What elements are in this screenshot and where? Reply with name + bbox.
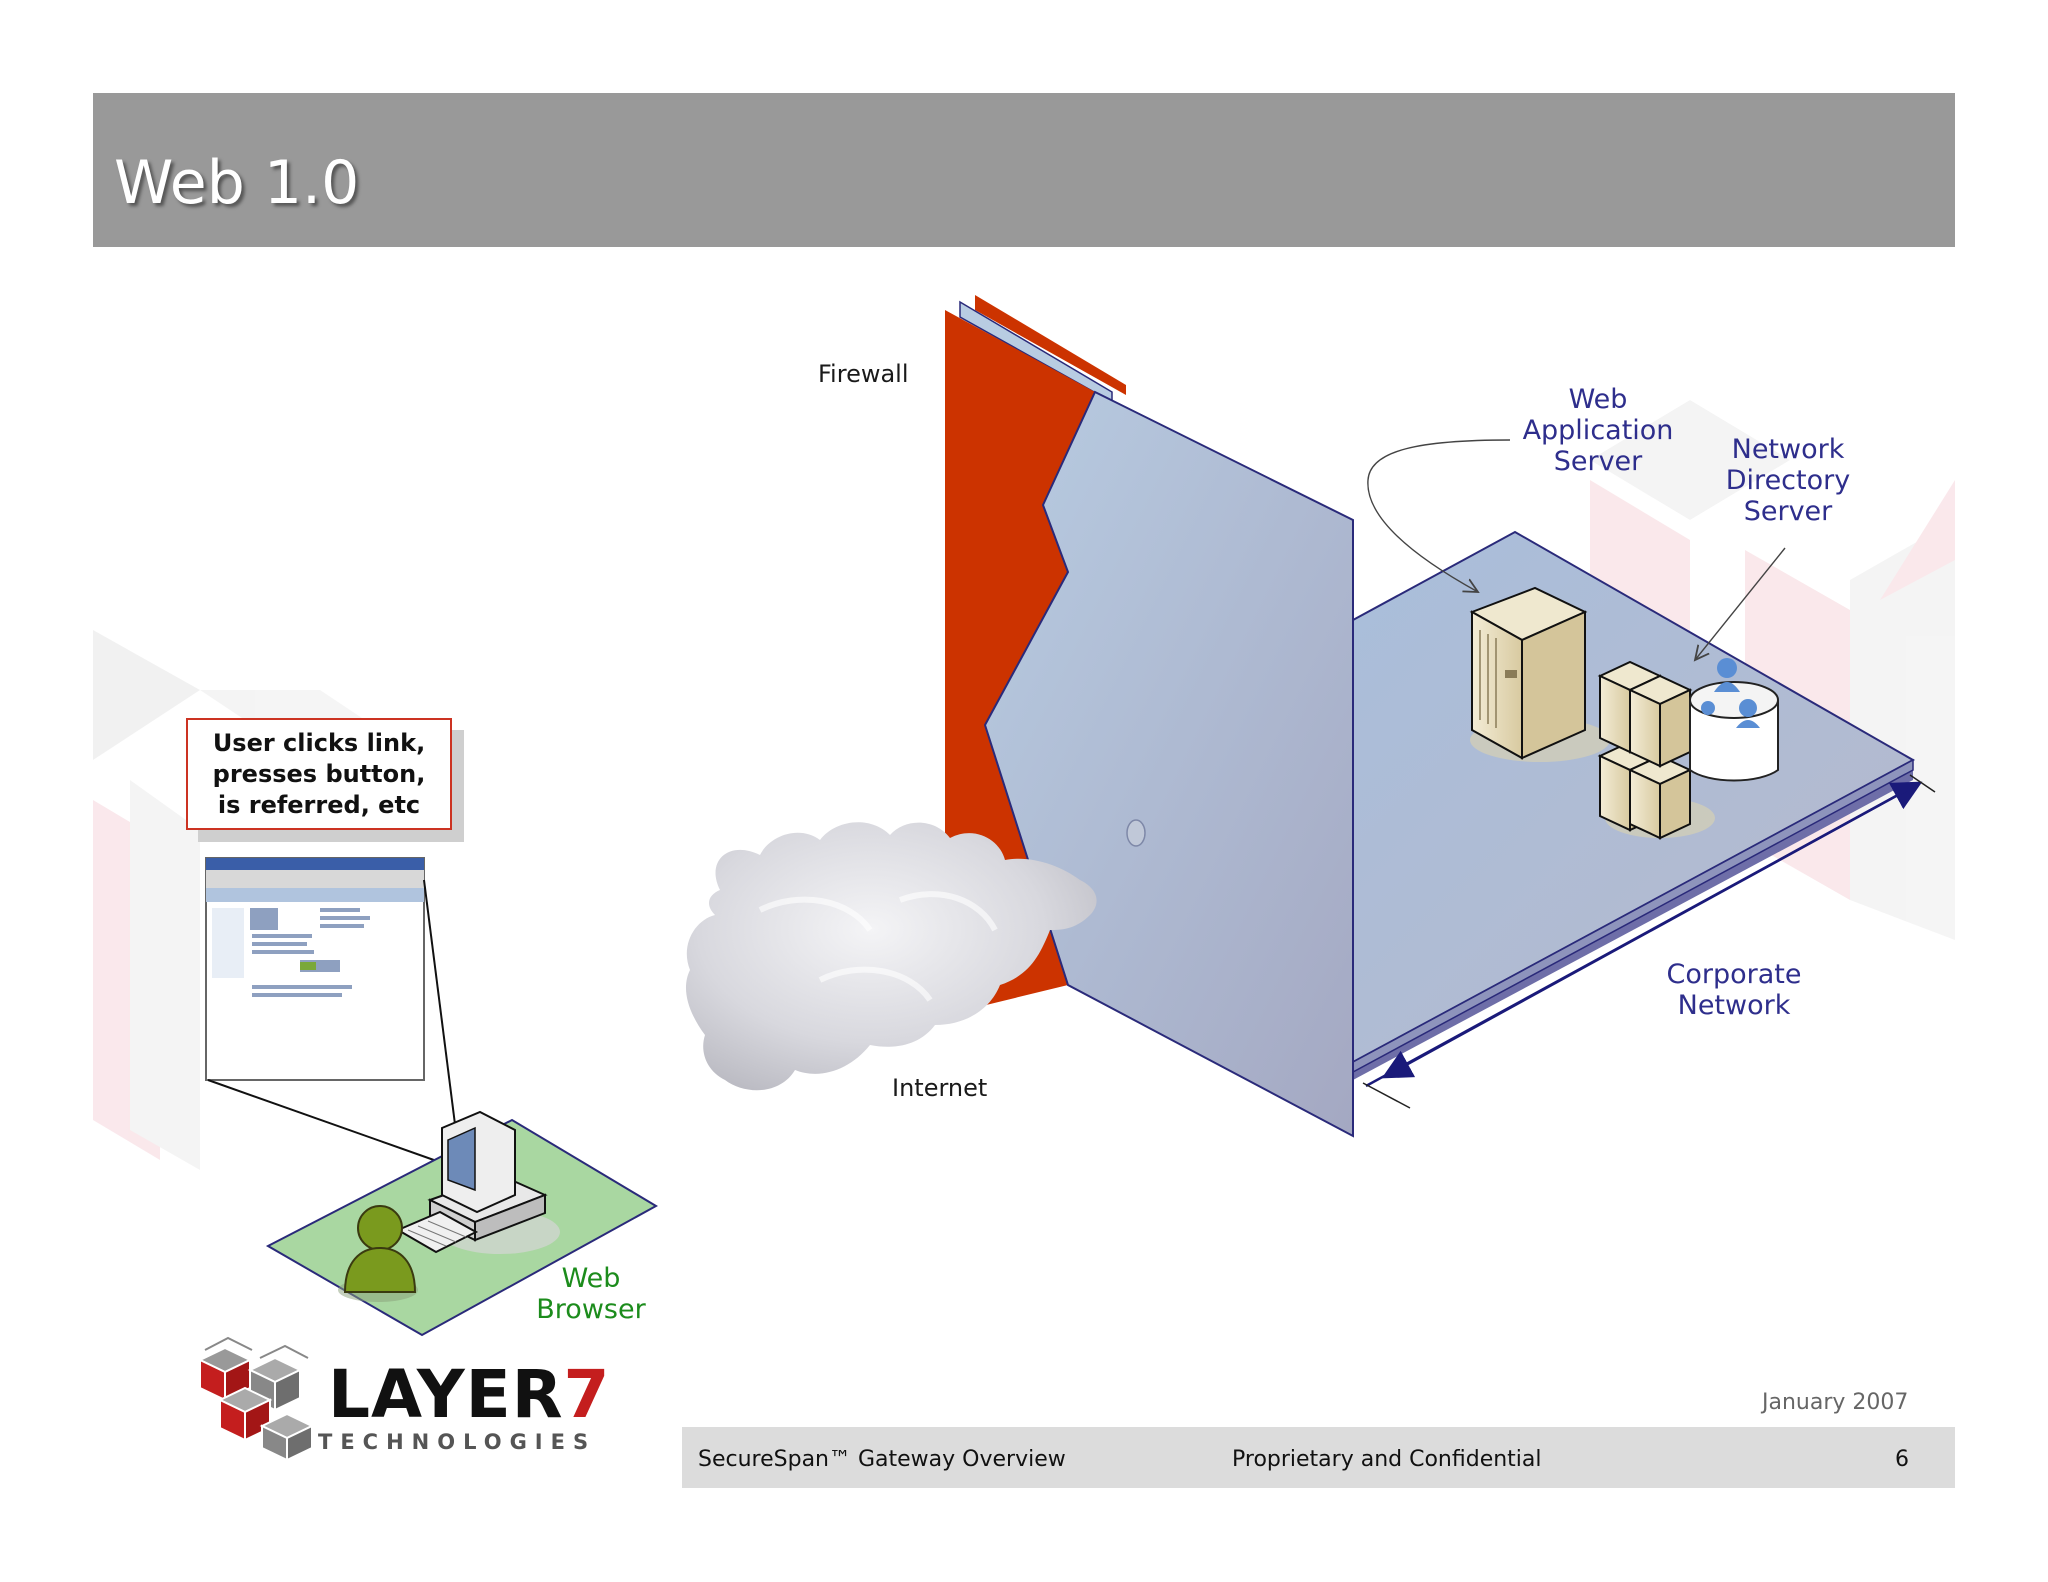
footer-bar <box>682 1427 1955 1488</box>
web-app-server-icon <box>1469 586 1610 762</box>
footer-product: SecureSpan™ Gateway Overview <box>698 1447 1066 1472</box>
web-browser-label: Web Browser <box>536 1263 646 1325</box>
footer-date: January 2007 <box>1762 1390 1909 1415</box>
zoom-lines <box>207 879 459 1166</box>
title-bar <box>93 93 1955 247</box>
directory-server-icon <box>1689 658 1779 782</box>
watermark <box>93 400 1955 1170</box>
logo-wordmark: LAYER7 <box>328 1356 610 1433</box>
logo-subtitle: TECHNOLOGIES <box>318 1430 597 1454</box>
internet-label: Internet <box>892 1074 988 1102</box>
server-stack-icon <box>1597 660 1715 840</box>
internet-cloud <box>685 822 1097 1091</box>
browser-screenshot <box>205 857 425 1081</box>
user-action-callout: User clicks link, presses button, is ref… <box>186 718 452 830</box>
computer-icon <box>395 1110 560 1254</box>
layer7-logo-cubes <box>197 1336 315 1462</box>
footer-page-number: 6 <box>1895 1447 1909 1472</box>
footer-confidentiality: Proprietary and Confidential <box>1232 1447 1542 1472</box>
corporate-network-label: Corporate Network <box>1666 959 1802 1021</box>
firewall-label: Firewall <box>818 360 909 388</box>
web-app-server-pointer <box>1367 439 1511 592</box>
logo-number: 7 <box>563 1356 611 1433</box>
directory-server-pointer <box>1695 547 1786 660</box>
user-icon <box>338 1205 418 1302</box>
network-directory-label: Network Directory Server <box>1725 434 1851 527</box>
firewall <box>945 295 1354 1138</box>
logo-word: LAYER <box>328 1356 564 1433</box>
web-app-server-label: Web Application Server <box>1522 384 1674 477</box>
corporate-network-dimension-arrow <box>1362 774 1936 1109</box>
slide-title: Web 1.0 <box>114 148 360 218</box>
